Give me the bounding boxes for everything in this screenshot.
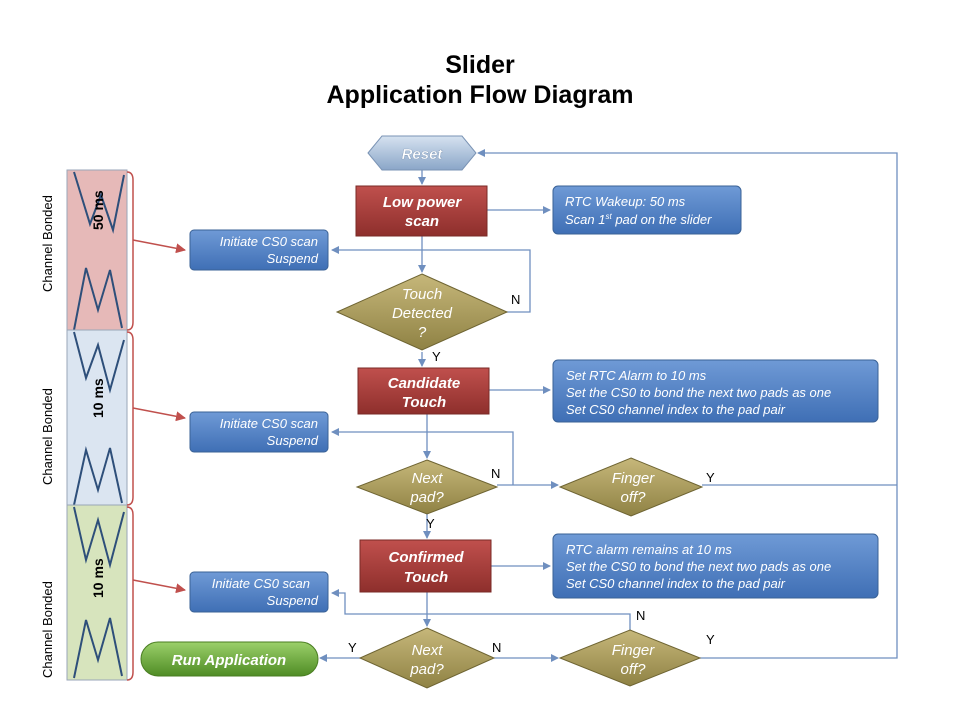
next1-line-1: Next (412, 470, 444, 487)
band-3-label: Channel Bonded (40, 581, 55, 678)
reset-label: Reset (402, 146, 444, 163)
edge-next2-no: N (492, 640, 501, 655)
set-rtc-line-3: Set CS0 channel index to the pad pair (566, 402, 786, 417)
init1-line-2: Suspend (267, 251, 319, 266)
title-line-2: Application Flow Diagram (326, 81, 634, 109)
band-1-label: Channel Bonded (40, 195, 55, 292)
finger1-line-1: Finger (612, 470, 656, 487)
set-rtc-line-2: Set the CS0 to bond the next two pads as… (566, 385, 831, 400)
diagram-title: Slider Application Flow Diagram (0, 50, 960, 110)
band-1-time: 50 ms (90, 190, 106, 230)
band-2-label: Channel Bonded (40, 388, 55, 485)
rtc-wakeup-line-2: Scan 1st pad on the slider (565, 212, 712, 227)
waveform-1 (73, 171, 125, 234)
candidate-touch-box: Candidate Touch (357, 367, 490, 415)
finger-off-decision-1: Finger off? (558, 457, 704, 517)
rtc-wakeup-box: RTC Wakeup: 50 ms Scan 1st pad on the sl… (552, 185, 742, 235)
edge-next1-yes: Y (426, 516, 435, 531)
connectors (319, 149, 898, 662)
next-pad-decision-2: Next pad? (358, 627, 496, 689)
edge-next2-yes: Y (348, 640, 357, 655)
finger2-line-2: off? (620, 661, 646, 678)
init3-line-2: Suspend (267, 593, 319, 608)
low-power-line-1: Low power (383, 194, 462, 211)
candidate-line-2: Touch (402, 394, 446, 411)
finger2-line-1: Finger (612, 642, 656, 659)
edge-next1-no: N (491, 466, 500, 481)
title-line-1: Slider (445, 51, 515, 79)
touch-line-1: Touch (402, 286, 442, 303)
run-application-label: Run Application (172, 652, 286, 669)
waveform-1b (73, 267, 123, 331)
init2-line-2: Suspend (267, 433, 319, 448)
set-rtc-line-1: Set RTC Alarm to 10 ms (566, 368, 707, 383)
edge-labels: N Y N Y Y Y N N Y (348, 292, 715, 655)
waveform-2b (73, 446, 123, 506)
candidate-line-1: Candidate (388, 375, 461, 392)
initiate-scan-box-3: Initiate CS0 scan Suspend (189, 571, 329, 613)
band-3-time: 10 ms (90, 558, 106, 598)
touch-line-2: Detected (392, 305, 453, 322)
side-band-1: Channel Bonded 50 ms (40, 169, 128, 331)
finger-off-decision-2: Finger off? (558, 629, 702, 687)
set-rtc-box: Set RTC Alarm to 10 ms Set the CS0 to bo… (552, 359, 879, 423)
edge-finger2-yes: Y (706, 632, 715, 647)
rtc-remains-line-1: RTC alarm remains at 10 ms (566, 542, 732, 557)
rtc-wakeup-line-1: RTC Wakeup: 50 ms (565, 194, 686, 209)
confirmed-line-1: Confirmed (389, 549, 465, 566)
reset-node: Reset (367, 135, 477, 171)
rtc-remains-line-3: Set CS0 channel index to the pad pair (566, 576, 786, 591)
initiate-scan-box-2: Initiate CS0 scan Suspend (189, 411, 329, 453)
side-band-3: Channel Bonded 10 ms (40, 504, 128, 681)
rtc-remains-box: RTC alarm remains at 10 ms Set the CS0 t… (552, 533, 879, 599)
rtc-remains-line-2: Set the CS0 to bond the next two pads as… (566, 559, 831, 574)
red-arrows (132, 239, 186, 594)
run-application-node: Run Application (140, 641, 319, 677)
confirmed-line-2: Touch (404, 569, 448, 586)
finger1-line-2: off? (620, 489, 646, 506)
waveform-3b (73, 617, 123, 679)
waveform-3 (73, 506, 125, 569)
init1-line-1: Initiate CS0 scan (220, 234, 318, 249)
rtc-wakeup-line-2-pre: Scan 1 (565, 212, 605, 227)
band-2-time: 10 ms (90, 378, 106, 418)
low-power-line-2: scan (405, 213, 439, 230)
waveform-2 (73, 331, 125, 394)
touch-detected-decision: Touch Detected ? (335, 273, 509, 351)
band-brackets (126, 171, 134, 681)
next-pad-decision-1: Next pad? (355, 459, 499, 515)
side-band-2: Channel Bonded 10 ms (40, 329, 128, 506)
initiate-scan-box-1: Initiate CS0 scan Suspend (189, 229, 329, 271)
low-power-scan-box: Low power scan (355, 185, 488, 237)
init2-line-1: Initiate CS0 scan (220, 416, 318, 431)
edge-touch-yes: Y (432, 349, 441, 364)
edge-finger1-yes: Y (706, 470, 715, 485)
init3-line-1: Initiate CS0 scan (212, 576, 310, 591)
next2-line-2: pad? (409, 661, 444, 678)
next2-line-1: Next (412, 642, 444, 659)
rtc-wakeup-line-2-sup: st (605, 212, 612, 221)
next1-line-2: pad? (409, 489, 444, 506)
confirmed-touch-box: Confirmed Touch (359, 539, 492, 593)
rtc-wakeup-line-2-post: pad on the slider (612, 212, 712, 227)
edge-touch-no: N (511, 292, 520, 307)
edge-finger2-no: N (636, 608, 645, 623)
touch-line-3: ? (418, 324, 427, 341)
